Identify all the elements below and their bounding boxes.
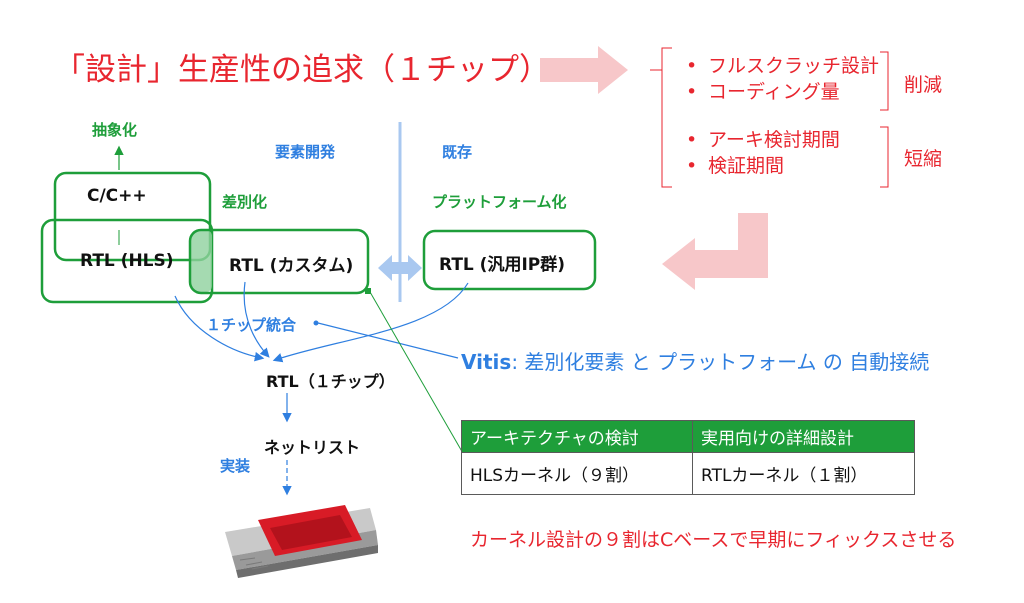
- custom-to-chip-curve: [243, 281, 270, 358]
- list-item: •フルスクラッチ設計: [686, 55, 880, 77]
- vitis-name: Vitis: [461, 350, 512, 374]
- integration-label: １チップ統合: [206, 316, 297, 334]
- shorten-label: 短縮: [904, 148, 943, 170]
- differentiation-label: 差別化: [222, 193, 268, 211]
- list-item: •アーキ検討期間: [686, 129, 840, 151]
- vitis-description: : 差別化要素 と プラットフォーム の 自動接続: [511, 350, 930, 374]
- table-row: HLSカーネル（９割） RTLカーネル（１割）: [461, 452, 915, 495]
- abstraction-label: 抽象化: [92, 121, 138, 139]
- custom-box: [188, 228, 370, 295]
- implementation-label: 実装: [220, 457, 251, 475]
- bottom-note: カーネル設計の９割はCベースで早期にフィックスさせる: [470, 529, 957, 551]
- shorten-bracket: [880, 126, 889, 188]
- rtl-custom-label: RTL (カスタム): [229, 256, 354, 276]
- cpp-box: [53, 171, 212, 262]
- kernel-table: アーキテクチャの検討 実用向けの詳細設計 HLSカーネル（９割） RTLカーネル…: [461, 420, 915, 495]
- rtl-one-chip-label: RTL（１チップ）: [266, 372, 395, 391]
- hls-to-chip-curve: [174, 295, 265, 362]
- platform-to-chip-curve: [272, 282, 469, 363]
- table-cell: HLSカーネル（９割）: [461, 452, 693, 495]
- table-pointer: [369, 291, 465, 456]
- cpp-label: C/C++: [87, 186, 147, 206]
- shorten-list: •アーキ検討期間 •検証期間: [686, 127, 840, 179]
- reduce-bracket: [880, 51, 889, 111]
- platform-label: プラットフォーム化: [432, 193, 567, 211]
- rtl-generic-label: RTL (汎用IP群): [439, 255, 565, 275]
- vitis-pointer: [317, 322, 459, 359]
- netlist-label: ネットリスト: [264, 438, 361, 457]
- page-title: 「設計」生産性の追求（１チップ）: [54, 52, 550, 88]
- list-item: •コーディング量: [686, 81, 840, 103]
- table-header: アーキテクチャの検討: [461, 420, 693, 453]
- reduce-list: •フルスクラッチ設計 •コーディング量: [686, 53, 879, 105]
- reduce-label: 削減: [904, 74, 943, 96]
- elements-dev-label: 要素開発: [275, 143, 336, 161]
- table-header: 実用向けの詳細設計: [692, 420, 915, 453]
- overlap-shade: [191, 230, 212, 292]
- list-item: •検証期間: [686, 155, 785, 177]
- vitis-caption: Vitis: 差別化要素 と プラットフォーム の 自動接続: [461, 346, 929, 375]
- platform-box: [422, 229, 597, 291]
- title-arrow: [540, 46, 628, 94]
- existing-label: 既存: [442, 143, 473, 161]
- return-arrow: [662, 213, 768, 290]
- table-header-row: アーキテクチャの検討 実用向けの詳細設計: [461, 420, 915, 453]
- outer-bracket: [661, 47, 672, 188]
- accelerator-card-image: [225, 505, 378, 578]
- rtl-hls-label: RTL (HLS): [80, 251, 174, 271]
- table-cell: RTLカーネル（１割）: [692, 452, 915, 495]
- double-arrow: [378, 255, 422, 281]
